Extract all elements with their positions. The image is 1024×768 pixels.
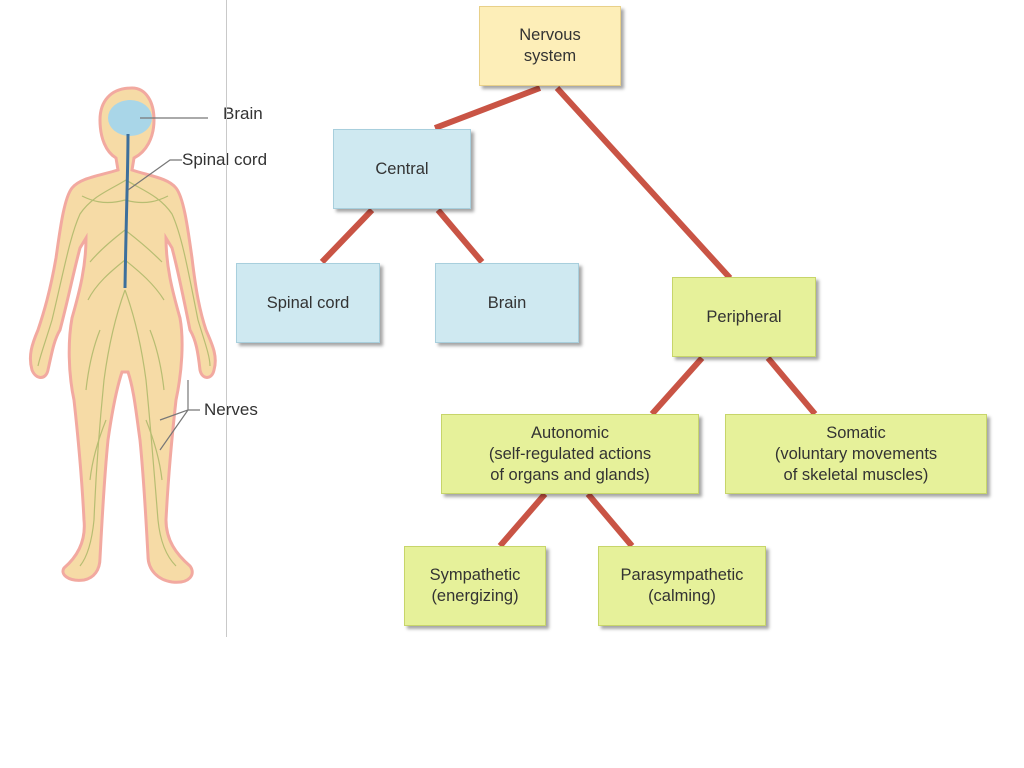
somatic-text-line: (voluntary movements bbox=[774, 444, 938, 463]
node-autonomic: Autonomic (self-regulated actions of organ… bbox=[441, 414, 699, 494]
parasympathetic-text-line: (calming) bbox=[648, 587, 716, 605]
nerves-label: Nerves bbox=[204, 400, 258, 419]
nerve-line bbox=[124, 229, 163, 263]
nerve-line bbox=[79, 289, 126, 567]
brain-label: Brain bbox=[223, 104, 263, 123]
node-sympathetic: Sympathetic (energizing) bbox=[404, 546, 546, 626]
node-spinal-cord: Spinal cord bbox=[236, 263, 380, 343]
node-peripheral: Peripheral bbox=[672, 277, 816, 357]
node-brain: Brain bbox=[435, 263, 579, 343]
node-parasympathetic: Parasympathetic (calming) bbox=[598, 546, 766, 626]
connector-peripheral-somatic bbox=[765, 356, 818, 416]
connector-central-spinal-cord bbox=[319, 207, 375, 265]
node-central: Central bbox=[333, 129, 471, 209]
spinal-cord-shape bbox=[123, 133, 130, 289]
node-somatic: Somatic (voluntary movements of skeletal m… bbox=[725, 414, 987, 494]
brain-text-line: Brain bbox=[487, 293, 527, 312]
somatic-text-line: Somatic bbox=[826, 423, 886, 442]
peripheral-text-line: Peripheral bbox=[706, 307, 782, 326]
nerve-line bbox=[89, 419, 107, 481]
nerve-line bbox=[124, 259, 165, 301]
nerve-line bbox=[124, 195, 169, 204]
human-body-illustration bbox=[28, 86, 217, 584]
spinal-cord-label: Spinal cord bbox=[182, 150, 268, 169]
connector-central-brain bbox=[435, 208, 485, 264]
body-silhouette bbox=[28, 86, 217, 584]
nerve-line bbox=[89, 229, 126, 263]
connector-peripheral-autonomic bbox=[649, 356, 705, 416]
nerve-line bbox=[81, 195, 126, 204]
sympathetic-text-line: Sympathetic bbox=[429, 566, 521, 584]
connector-autonomic-parasympathetic bbox=[585, 492, 635, 548]
nerve-line bbox=[145, 419, 163, 481]
sympathetic-text-line: (energizing) bbox=[431, 587, 519, 605]
nervous-system-text-line: Nervous bbox=[519, 26, 581, 44]
central-text-line: Central bbox=[375, 159, 429, 178]
spinal-cord-text-line: Spinal cord bbox=[266, 293, 350, 312]
nerve-network bbox=[37, 179, 211, 567]
nerve-line bbox=[85, 329, 101, 391]
nerve-line bbox=[87, 259, 126, 301]
nerve-line bbox=[37, 179, 127, 367]
panel-divider bbox=[226, 0, 227, 637]
spinal-cord-leader-line bbox=[127, 159, 182, 191]
connector-nervous-peripheral bbox=[554, 85, 733, 281]
parasympathetic-text-line: Parasympathetic bbox=[620, 566, 744, 584]
node-nervous-system: Nervous system bbox=[479, 6, 621, 86]
autonomic-text-line: Autonomic bbox=[531, 423, 609, 442]
autonomic-text-line: (self-regulated actions bbox=[488, 444, 652, 463]
nerve-line bbox=[125, 179, 211, 367]
connector-autonomic-sympathetic bbox=[497, 492, 548, 548]
connector-nervous-central bbox=[433, 85, 542, 131]
somatic-text-line: of skeletal muscles) bbox=[783, 465, 929, 484]
nerves-leader-lines bbox=[159, 380, 200, 451]
brain-shape bbox=[108, 100, 152, 136]
nervous-system-text-line: system bbox=[523, 47, 577, 65]
nerve-line bbox=[149, 329, 165, 391]
autonomic-text-line: of organs and glands) bbox=[490, 465, 650, 484]
